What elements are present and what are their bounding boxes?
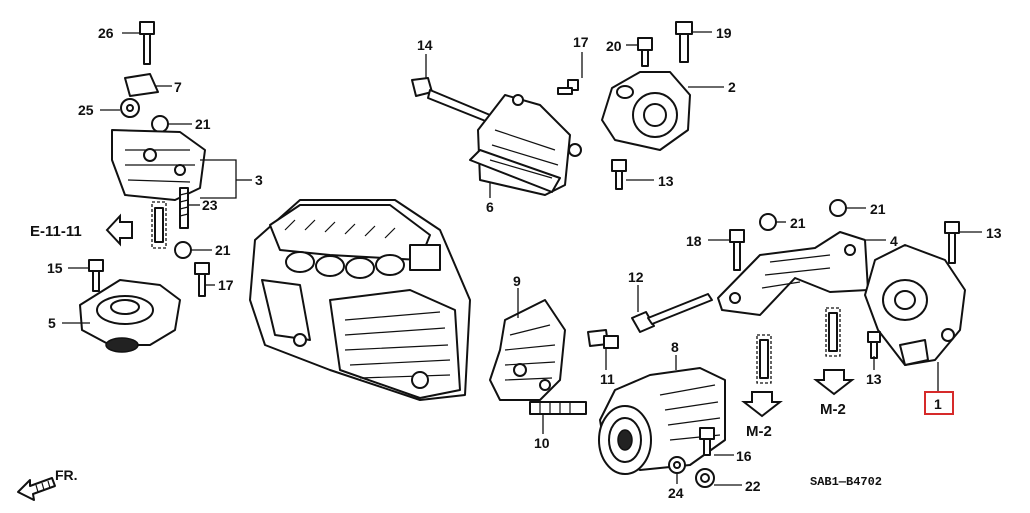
part-21-nut-b [174,241,192,259]
part-20-bolt [637,37,653,67]
part-22-nut [695,468,715,488]
part-7-bracket [124,73,159,97]
part-15-bolt [88,259,104,292]
callout-6: 6 [486,199,494,215]
callout-8: 8 [671,339,679,355]
callout-21: 21 [790,215,806,231]
part-25-nut [120,98,140,118]
part-8-mount [598,367,726,475]
m-ref-arrow-right [813,369,855,396]
stud-dashed-left [756,334,772,384]
callout-16: 16 [736,448,752,464]
callout-24: 24 [668,485,684,501]
part-21-nut-a [151,115,169,133]
callout-15: 15 [47,260,63,276]
part-11-bolt [587,329,619,349]
callout-17: 17 [218,277,234,293]
m-ref-arrow-left [741,391,783,418]
callout-25: 25 [78,102,94,118]
part-16-bolt [699,427,715,456]
part-14-bolt [411,77,491,123]
callout-26: 26 [98,25,114,41]
callout-13: 13 [986,225,1002,241]
callout-12: 12 [628,269,644,285]
m-ref-label-right: M-2 [820,401,846,418]
callout-2: 2 [728,79,736,95]
callout-7: 7 [174,79,182,95]
callout-13: 13 [658,173,674,189]
leader-lines [62,31,982,486]
part-3-bracket [111,129,206,201]
part-12-bolt [631,293,713,333]
callout-21: 21 [215,242,231,258]
part-24-nut [668,456,686,474]
part-17-bolt-b [557,79,579,95]
callout-17: 17 [573,34,589,50]
callout-13: 13 [866,371,882,387]
callout-23: 23 [202,197,218,213]
m-ref-label-left: M-2 [746,423,772,440]
part-5-mount [79,279,181,353]
part-10-stud [529,401,587,415]
part-19-bolt [675,21,693,63]
callout-19: 19 [716,25,732,41]
front-label: FR. [55,467,78,483]
part-17-bolt-a [194,262,210,297]
part-21-nut-d [829,199,847,217]
callout-14: 14 [417,37,433,53]
callout-10: 10 [534,435,550,451]
callout-1: 1 [934,396,942,412]
part-13-bolt-a [611,159,627,190]
e-ref-arrow [105,213,133,247]
callout-4: 4 [890,233,898,249]
callout-11: 11 [600,371,615,387]
callout-22: 22 [745,478,761,494]
highlight-box [924,391,954,415]
part-1-mount [864,244,966,366]
callout-3: 3 [255,172,263,188]
part-9-bracket [489,299,566,401]
part-21-nut-c [759,213,777,231]
part-13-bolt-b [944,221,960,264]
part-6-bracket [469,94,582,196]
callout-18: 18 [686,233,702,249]
engine-illustration [249,199,471,401]
part-13-bolt-c [867,331,881,359]
callout-21: 21 [195,116,211,132]
callout-9: 9 [513,273,521,289]
callout-5: 5 [48,315,56,331]
part-18-bolt [729,229,745,271]
e-ref-label: E-11-11 [30,223,82,240]
part-26-bolt [139,21,155,65]
stud-dashed [151,201,167,249]
stud-dashed-right [825,307,841,357]
part-23-stud [179,187,189,229]
callout-20: 20 [606,38,622,54]
diagram-code: SAB1—B4702 [810,475,882,489]
callout-21: 21 [870,201,886,217]
part-2-mount [601,71,691,151]
front-arrow [17,477,56,501]
